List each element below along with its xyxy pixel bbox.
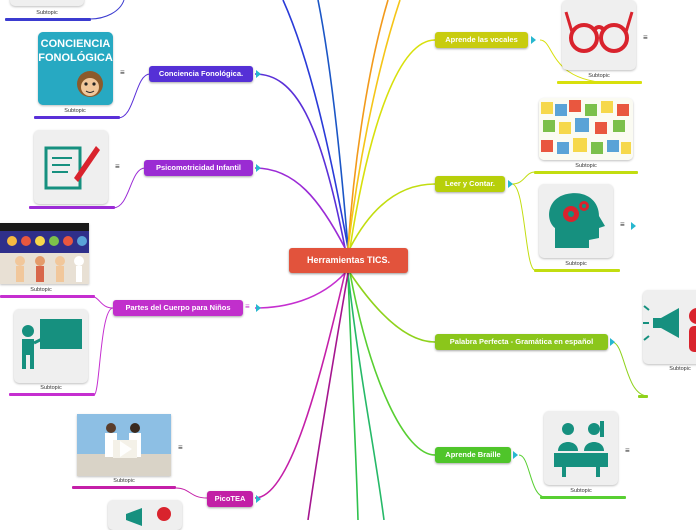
- subtopic-underline: [534, 171, 638, 174]
- subtopic-label[interactable]: Subtopic: [575, 163, 597, 169]
- subtopic-label[interactable]: Subtopic: [588, 73, 610, 79]
- subtopic-label[interactable]: Subtopic: [565, 261, 587, 267]
- expand-arrow-icon[interactable]: [256, 70, 261, 78]
- subtopic-underline: [29, 206, 115, 209]
- topic-aprende-braille[interactable]: Aprende Braille: [435, 447, 511, 463]
- expand-arrow-icon[interactable]: [256, 304, 261, 312]
- subtopic-underline: [534, 269, 620, 272]
- subtopic-card-video[interactable]: [77, 414, 171, 476]
- monkey-logo-image: [38, 32, 113, 105]
- topic-aprende-vocales[interactable]: Aprende las vocales: [435, 32, 528, 48]
- subtopic-card-megaphone[interactable]: [643, 290, 696, 364]
- subtopic-label[interactable]: Subtopic: [64, 108, 86, 114]
- notes-icon[interactable]: ≡: [120, 68, 125, 77]
- megaphone-icon: [126, 507, 171, 526]
- subtopic-underline: [0, 295, 95, 298]
- subtopic-card-top[interactable]: [10, 0, 84, 6]
- letter-blocks-image: [539, 98, 633, 160]
- subtopic-underline: [638, 395, 648, 398]
- subtopic-underline: [34, 116, 120, 119]
- topic-conciencia-fonologica[interactable]: Conciencia Fonológica.: [149, 66, 253, 82]
- subtopic-card-document[interactable]: [34, 130, 108, 204]
- topic-psicomotricidad[interactable]: Psicomotricidad Infantil: [144, 160, 253, 176]
- notes-icon[interactable]: ≡: [245, 302, 250, 311]
- expand-arrow-icon[interactable]: [256, 164, 261, 172]
- notes-icon[interactable]: ≡: [115, 162, 120, 171]
- subtopic-label[interactable]: Subtopic: [36, 10, 58, 16]
- subtopic-label[interactable]: Subtopic: [30, 287, 52, 293]
- expand-arrow-icon[interactable]: [610, 338, 615, 346]
- subtopic-label[interactable]: Subtopic: [40, 385, 62, 391]
- expand-arrow-icon[interactable]: [508, 180, 513, 188]
- document-pen-icon: [44, 146, 100, 190]
- subtopic-label[interactable]: Subtopic: [669, 366, 691, 372]
- expand-arrow-icon[interactable]: [531, 36, 536, 44]
- expand-arrow-icon[interactable]: [513, 451, 518, 459]
- subtopic-label[interactable]: Subtopic: [113, 478, 135, 484]
- subtopic-card-brain-gears[interactable]: [539, 184, 613, 258]
- subtopic-card-teacher[interactable]: [14, 309, 88, 383]
- megaphone-icon: [643, 305, 696, 352]
- subtopic-card-body-parts[interactable]: [0, 223, 89, 284]
- topic-leer-contar[interactable]: Leer y Contar.: [435, 176, 505, 192]
- classroom-icon: [554, 421, 608, 477]
- topic-partes-cuerpo[interactable]: Partes del Cuerpo para Niños: [113, 300, 243, 316]
- subtopic-underline: [72, 486, 176, 489]
- logo-line-1: CONCIENCIA: [40, 38, 111, 50]
- topic-palabra-perfecta[interactable]: Palabra Perfecta - Gramática en español: [435, 334, 608, 350]
- topic-picotea[interactable]: PicoTEA: [207, 491, 253, 507]
- body-parts-image: [0, 223, 89, 284]
- subtopic-card-glasses[interactable]: [562, 0, 636, 70]
- notes-icon[interactable]: ≡: [643, 33, 648, 42]
- video-thumbnail-image: [77, 414, 171, 476]
- teacher-board-icon: [22, 319, 82, 369]
- subtopic-underline: [9, 393, 95, 396]
- subtopic-label[interactable]: Subtopic: [570, 488, 592, 494]
- central-topic[interactable]: Herramientas TICS.: [289, 248, 408, 273]
- subtopic-card-megaphone-bottom[interactable]: [108, 500, 182, 530]
- subtopic-underline: [540, 496, 626, 499]
- subtopic-card-classroom[interactable]: [544, 411, 618, 485]
- notes-icon[interactable]: ≡: [625, 446, 630, 455]
- brain-gears-icon: [549, 193, 605, 248]
- glasses-icon: [564, 11, 634, 53]
- expand-arrow-icon[interactable]: [256, 495, 261, 503]
- notes-icon[interactable]: ≡: [620, 220, 625, 229]
- subtopic-underline: [557, 81, 642, 84]
- subtopic-underline: [5, 18, 91, 21]
- expand-arrow-icon[interactable]: [631, 222, 636, 230]
- subtopic-card-letter-blocks[interactable]: [539, 98, 633, 160]
- notes-icon[interactable]: ≡: [178, 443, 183, 452]
- subtopic-card-conciencia-logo[interactable]: CONCIENCIA FONOLÓGICA: [38, 32, 113, 105]
- logo-line-2: FONOLÓGICA: [38, 52, 113, 64]
